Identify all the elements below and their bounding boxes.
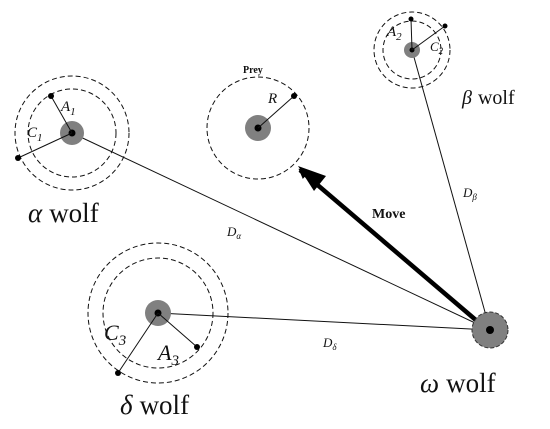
d-alpha-line xyxy=(71,132,491,331)
prey-outer-circle xyxy=(206,76,310,180)
alpha-a-label: A1 xyxy=(60,99,76,118)
omega-center-dot xyxy=(486,326,494,334)
d-alpha-label: Dα xyxy=(226,224,241,241)
prey-title: Prey xyxy=(243,65,263,76)
beta-outer-circle xyxy=(373,11,451,89)
delta-a-line xyxy=(157,312,198,348)
alpha-c-label: C1 xyxy=(27,125,43,144)
alpha-inner-circle xyxy=(27,88,117,178)
d-delta-line xyxy=(157,312,491,331)
d-beta-line xyxy=(411,49,491,331)
alpha-c-line xyxy=(17,132,73,159)
beta-a-dot xyxy=(408,16,414,22)
beta-c-line xyxy=(411,25,446,51)
prey-group: Prey R xyxy=(206,65,310,180)
prey-radius-label: R xyxy=(267,91,277,107)
delta-c-dot xyxy=(115,370,121,376)
alpha-outer-circle xyxy=(14,75,130,191)
move-arrow xyxy=(298,168,486,329)
delta-c-line xyxy=(117,312,159,374)
delta-inner-circle xyxy=(102,257,214,369)
d-beta-label: Dβ xyxy=(462,185,477,202)
move-label: Move xyxy=(372,207,405,222)
beta-c-label: C2 xyxy=(430,39,444,56)
delta-outer-circle xyxy=(87,242,229,384)
beta-a-line xyxy=(410,18,413,51)
d-delta-label: Dδ xyxy=(322,335,337,352)
delta-a-dot xyxy=(194,344,200,350)
delta-a-label: A3 xyxy=(156,340,179,369)
move-arrowhead xyxy=(298,166,326,191)
prey-radius-line xyxy=(257,95,295,129)
alpha-c-dot xyxy=(15,155,21,161)
alpha-a-dot xyxy=(48,93,54,99)
delta-c-label: C3 xyxy=(104,320,126,349)
beta-a-label: A2 xyxy=(386,24,402,43)
beta-c-dot xyxy=(442,23,448,29)
prey-radius-dot xyxy=(291,93,297,99)
alpha-a-line xyxy=(50,95,73,134)
